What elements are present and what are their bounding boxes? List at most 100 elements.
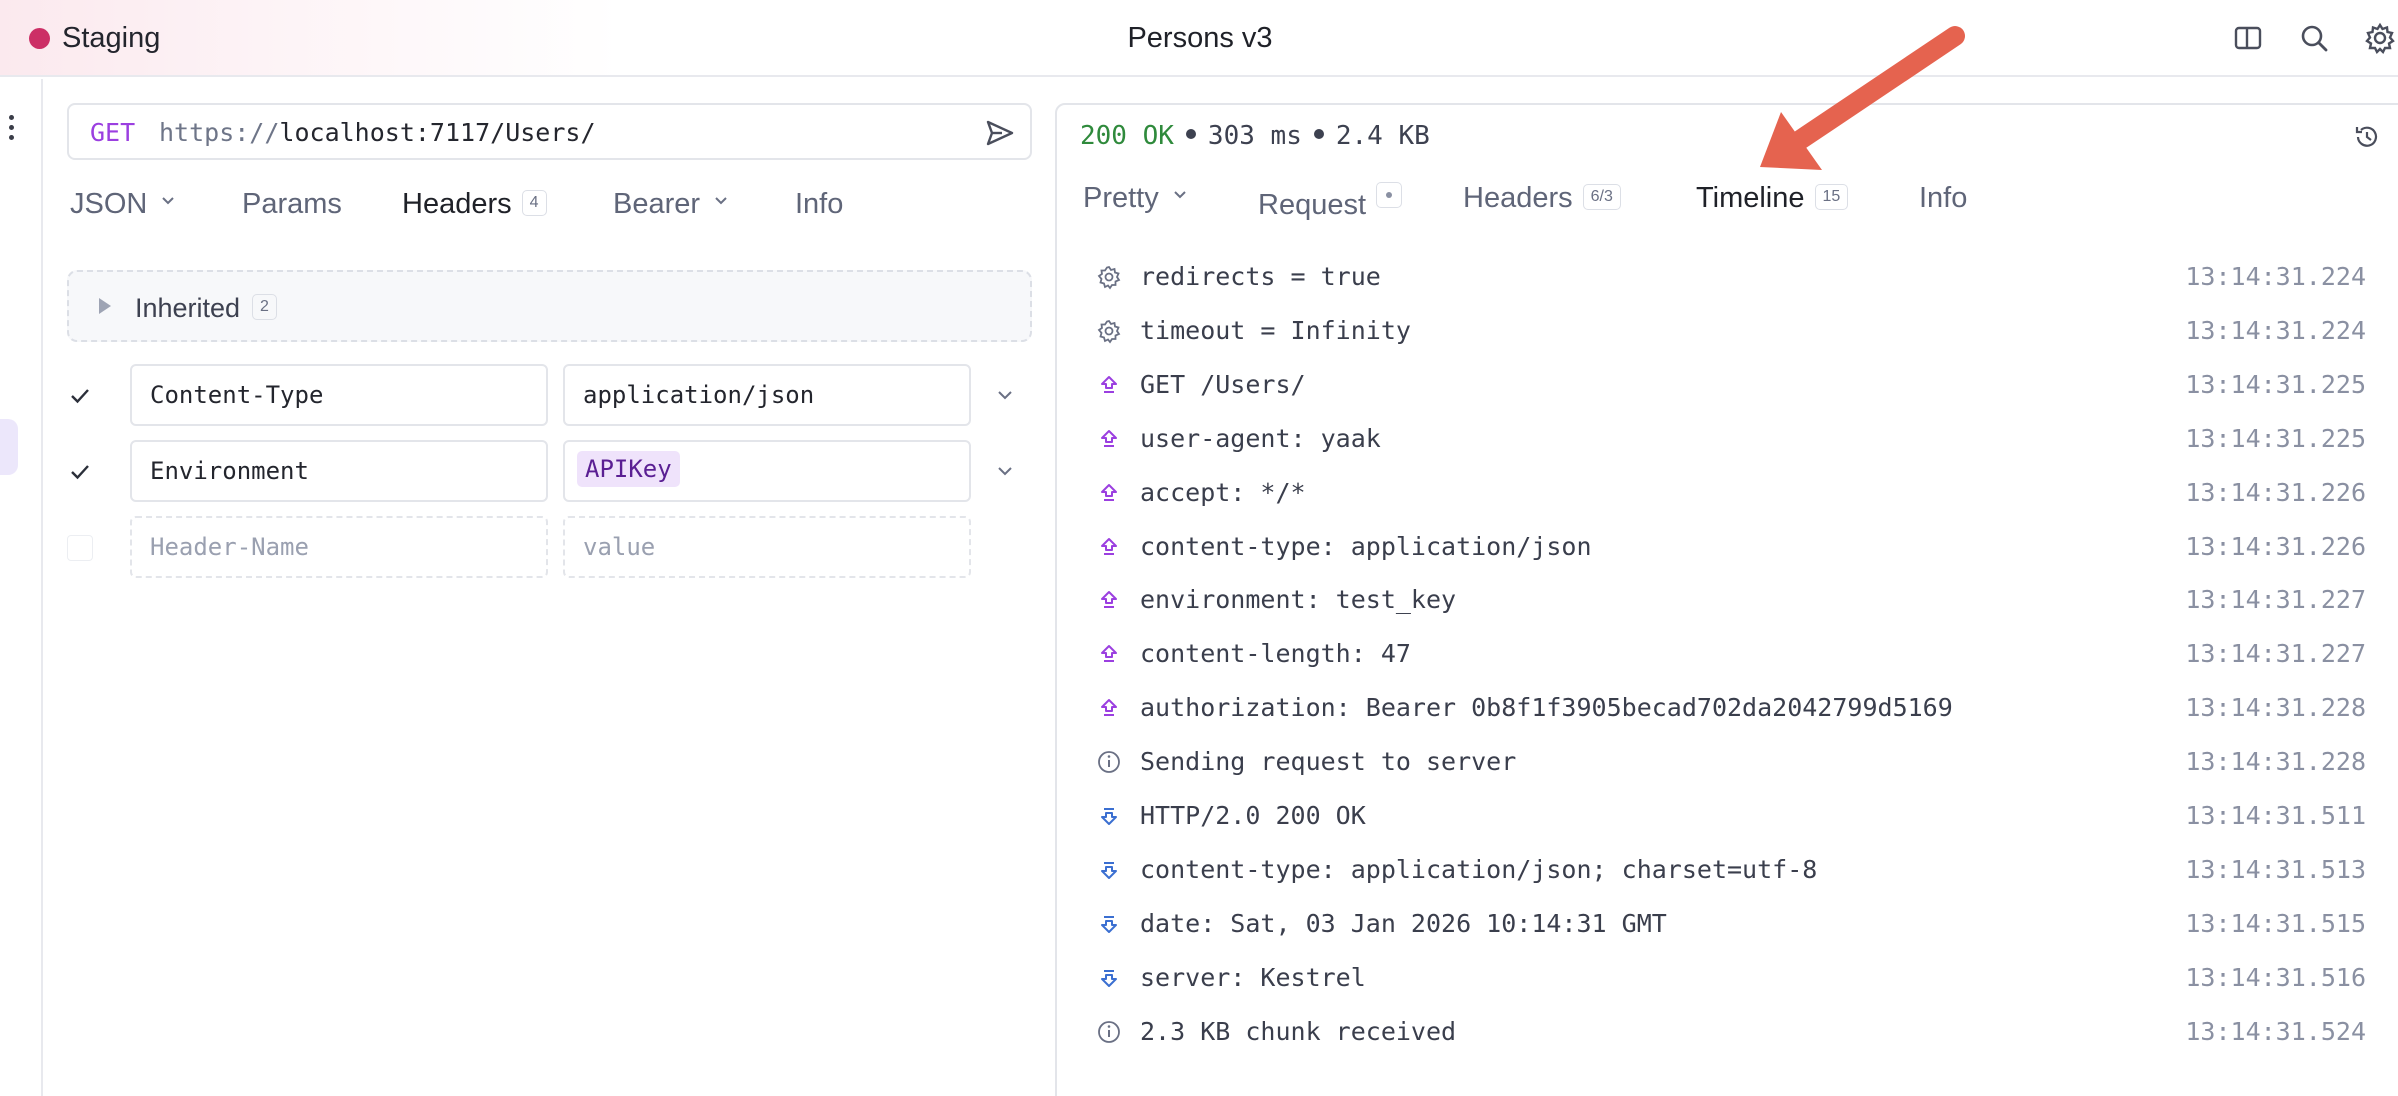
- header-enabled-checkbox[interactable]: [67, 383, 93, 409]
- timeline-event[interactable]: accept: */* 13:14:31.226: [1096, 474, 2366, 528]
- url-input[interactable]: https://localhost:7117/Users/: [159, 118, 596, 147]
- timeline-event-time: 13:14:31.524: [2185, 1016, 2366, 1046]
- http-method[interactable]: GET: [90, 118, 136, 147]
- sidebar-toggle-icon[interactable]: [2230, 20, 2266, 56]
- send-icon[interactable]: [984, 117, 1016, 149]
- timeline-event-text: redirects = true: [1140, 262, 1381, 291]
- upload-arrow-icon: [1096, 587, 1122, 613]
- request-indicator-badge: [1376, 182, 1403, 208]
- timeline-event[interactable]: content-type: application/json; charset=…: [1096, 851, 2366, 905]
- timeline-event-time: 13:14:31.227: [2185, 639, 2366, 669]
- timeline-event-text: 2.3 KB chunk received: [1140, 1016, 1457, 1046]
- header-row: Content-Type application/json: [67, 364, 1032, 426]
- headers-count-badge: 6/3: [1582, 184, 1621, 210]
- tab-response-headers[interactable]: Headers 6/3: [1463, 182, 1621, 215]
- tab-auth-bearer[interactable]: Bearer: [613, 188, 730, 221]
- gear-icon: [1096, 318, 1122, 344]
- chevron-down-icon: [1174, 191, 1186, 199]
- timeline-event[interactable]: date: Sat, 03 Jan 2026 10:14:31 GMT 13:14…: [1096, 905, 2366, 959]
- new-header-value-input[interactable]: value: [563, 516, 971, 578]
- timeline-event-text: accept: */*: [1140, 477, 1306, 507]
- tab-request[interactable]: Request: [1258, 182, 1403, 222]
- info-icon: [1096, 1019, 1122, 1045]
- tab-body-json[interactable]: JSON: [70, 188, 177, 221]
- tab-label: Timeline: [1696, 182, 1805, 214]
- header-name-field[interactable]: Content-Type: [130, 364, 548, 426]
- header-value-field[interactable]: APIKey: [563, 440, 971, 502]
- tab-info[interactable]: Info: [795, 188, 843, 221]
- upload-arrow-icon: [1096, 695, 1122, 721]
- inherited-headers-toggle[interactable]: Inherited 2: [67, 270, 1032, 342]
- timeline-count-badge: 15: [1814, 184, 1849, 210]
- history-icon[interactable]: [2352, 122, 2382, 152]
- chevron-down-icon[interactable]: [995, 385, 1015, 405]
- timeline-event-time: 13:14:31.513: [2185, 854, 2366, 884]
- tab-params[interactable]: Params: [242, 188, 342, 221]
- timeline-event[interactable]: user-agent: yaak 13:14:31.225: [1096, 420, 2366, 474]
- tab-label: JSON: [70, 188, 148, 220]
- timeline-event[interactable]: GET /Users/13:14:31.225: [1096, 366, 2366, 420]
- chevron-down-icon[interactable]: [995, 461, 1015, 481]
- header-enabled-checkbox[interactable]: [67, 535, 93, 561]
- timeline-event-text: Sending request to server: [1140, 747, 1517, 777]
- tab-label: Info: [1919, 182, 1968, 214]
- timeline-event-text: content-type: application/json; charset=…: [1140, 854, 1818, 884]
- headers-count-badge: 4: [521, 190, 547, 216]
- upload-arrow-icon: [1096, 480, 1122, 506]
- tab-response-info[interactable]: Info: [1919, 182, 1967, 215]
- url-bar[interactable]: GET https://localhost:7117/Users/: [67, 103, 1032, 160]
- timeline-event-time: 13:14:31.226: [2185, 477, 2366, 507]
- timeline-event-text: server: Kestrel: [1140, 962, 1366, 992]
- workspace-title: Persons v3: [1127, 22, 1273, 54]
- more-options-icon[interactable]: [6, 113, 16, 143]
- tab-label: Headers: [1463, 182, 1573, 214]
- new-header-row: Header-Name value: [67, 516, 1032, 578]
- template-variable-chip[interactable]: APIKey: [577, 451, 680, 487]
- sidebar-active-item-indicator[interactable]: [0, 419, 18, 475]
- timeline-event-text: authorization: Bearer 0b8f1f3905becad702…: [1140, 693, 1953, 723]
- gear-icon[interactable]: [2362, 20, 2398, 56]
- timeline-event-time: 13:14:31.225: [2185, 423, 2366, 453]
- tab-label: Info: [795, 188, 844, 220]
- sidebar-rail: [0, 79, 43, 1096]
- timeline-event[interactable]: redirects = true 13:14:31.224: [1096, 258, 2366, 312]
- title-bar: Staging Persons v3: [0, 0, 2398, 77]
- download-arrow-icon: [1096, 965, 1122, 991]
- info-icon: [1096, 749, 1122, 775]
- timeline-event-time: 13:14:31.227: [2185, 585, 2366, 615]
- separator-dot: [1185, 129, 1196, 139]
- gear-icon: [1096, 264, 1122, 290]
- header-value-field[interactable]: application/json: [563, 364, 971, 426]
- tab-label: Pretty: [1083, 182, 1159, 214]
- new-header-name-input[interactable]: Header-Name: [130, 516, 548, 578]
- timeline-event-text: content-length: 47: [1140, 639, 1411, 669]
- timeline-event-text: date: Sat, 03 Jan 2026 10:14:31 GMT: [1140, 908, 1667, 938]
- timeline-event-text: user-agent: yaak: [1140, 423, 1381, 453]
- url-scheme: https://: [159, 118, 280, 147]
- tab-timeline[interactable]: Timeline 15: [1696, 182, 1849, 215]
- environment-selector[interactable]: Staging: [62, 22, 161, 54]
- timeline-event-time: 13:14:31.515: [2185, 908, 2366, 938]
- tab-pretty[interactable]: Pretty: [1083, 182, 1189, 215]
- upload-arrow-icon: [1096, 372, 1122, 398]
- timeline-event[interactable]: authorization: Bearer 0b8f1f3905becad702…: [1096, 689, 2366, 743]
- header-name-field[interactable]: Environment: [130, 440, 548, 502]
- inherited-count-badge: 2: [252, 294, 277, 320]
- timeline-event[interactable]: content-length: 47 13:14:31.227: [1096, 635, 2366, 689]
- timeline-event-text: environment: test_key: [1140, 585, 1457, 615]
- timeline-event-text: timeout = Infinity: [1140, 315, 1411, 345]
- timeline-event[interactable]: environment: test_key 13:14:31.227: [1096, 581, 2366, 635]
- download-arrow-icon: [1096, 911, 1122, 937]
- header-row: Environment APIKey: [67, 440, 1032, 502]
- search-icon[interactable]: [2296, 20, 2332, 56]
- header-enabled-checkbox[interactable]: [67, 459, 93, 485]
- timeline-event[interactable]: 2.3 KB chunk received 13:14:31.524: [1096, 1013, 2366, 1067]
- timeline-event-time: 13:14:31.224: [2185, 262, 2366, 291]
